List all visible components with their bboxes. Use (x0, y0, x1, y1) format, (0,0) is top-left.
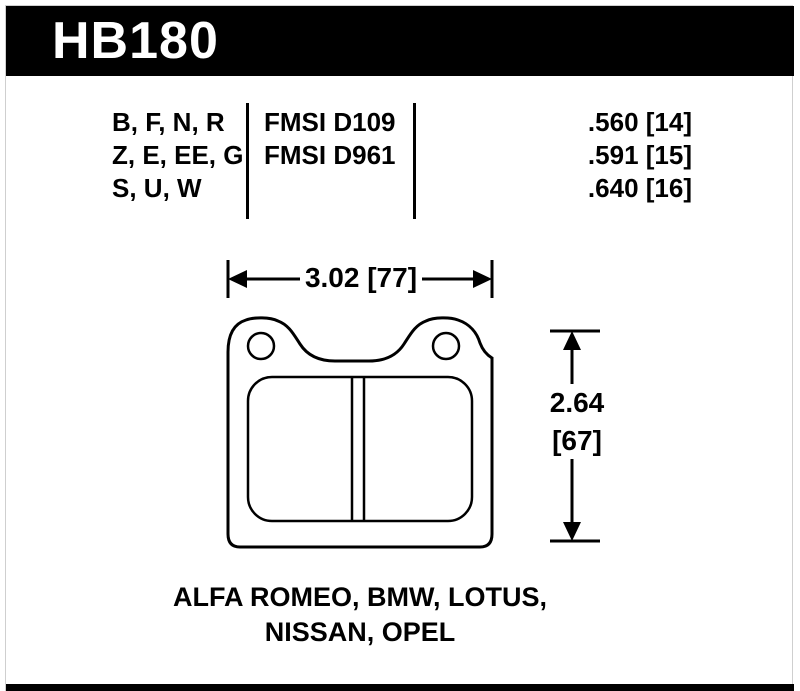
compound-row: B, F, N, R (112, 107, 225, 137)
height-dimension-bracket: [67] (552, 425, 602, 456)
applications-line-2: NISSAN, OPEL (264, 617, 456, 647)
header-bar: HB180 (6, 6, 794, 76)
part-number: HB180 (52, 12, 219, 70)
thickness-row: .640 [16] (587, 173, 692, 203)
arrow-up-icon (563, 331, 581, 350)
thickness-row: .560 [14] (587, 107, 692, 137)
compound-column: B, F, N, R Z, E, EE, G S, U, W (112, 106, 252, 205)
mounting-hole-right (431, 331, 461, 361)
arrow-right-icon (473, 270, 492, 288)
pad-outline (226, 316, 494, 549)
fmsi-row: FMSI D961 (264, 140, 396, 170)
thickness-row: .591 [15] (587, 140, 692, 170)
thickness-column: .560 [14] .591 [15] .640 [16] (540, 106, 692, 205)
mounting-hole-left (246, 331, 276, 361)
fmsi-column: FMSI D109 FMSI D961 (264, 106, 424, 172)
bottom-bar (6, 684, 794, 691)
arrow-left-icon (228, 270, 247, 288)
applications-line-1: ALFA ROMEO, BMW, LOTUS, (173, 582, 547, 612)
height-dimension-value: 2.64 (549, 387, 605, 418)
fmsi-row: FMSI D109 (264, 107, 396, 137)
table-divider-right (413, 103, 416, 219)
table-divider-left (246, 103, 249, 219)
compound-row: Z, E, EE, G (112, 140, 244, 170)
compound-row: S, U, W (112, 173, 202, 203)
friction-surface-outline (246, 375, 474, 523)
width-dimension-label: 3.02 [77] (304, 262, 418, 293)
arrow-down-icon (563, 522, 581, 541)
